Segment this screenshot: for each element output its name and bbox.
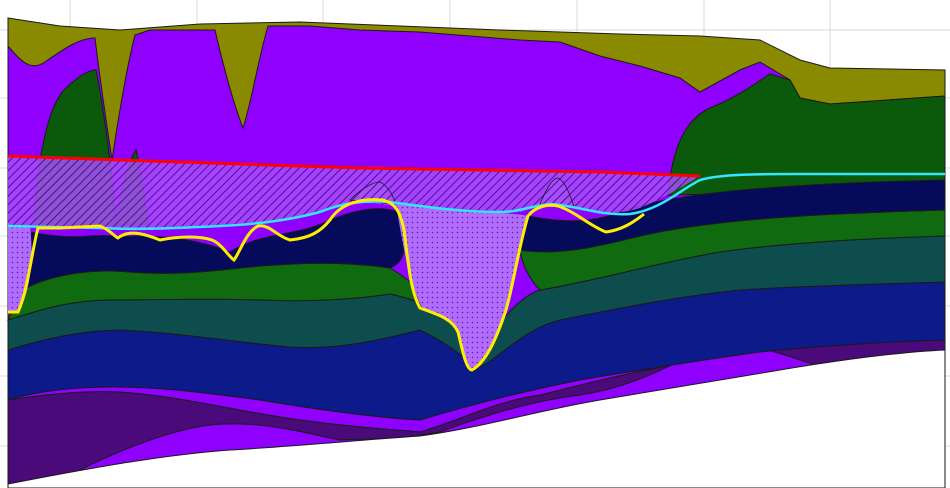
red-horizon-line	[7, 154, 701, 178]
yellow-boundary-line	[8, 198, 645, 372]
dotted-trough	[8, 204, 528, 370]
hatched-lump-2	[539, 177, 575, 207]
green-block-right	[667, 73, 946, 196]
cyan-horizon-line	[7, 172, 945, 231]
hatched-lump-1	[349, 181, 397, 205]
base-cut	[7, 349, 946, 488]
hatched-zone	[8, 156, 700, 229]
